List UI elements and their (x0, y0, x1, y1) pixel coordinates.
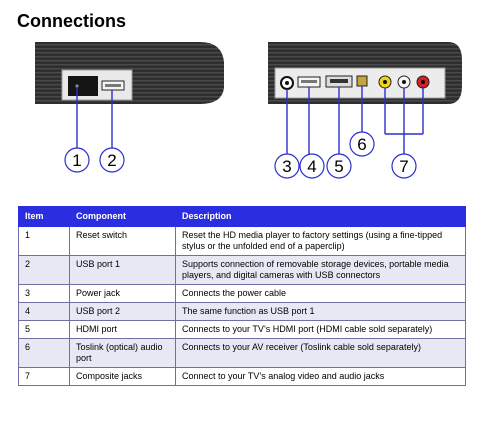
callout-5: 5 (334, 157, 343, 176)
cell-item: 7 (18, 367, 70, 386)
device-back-view (268, 42, 462, 104)
table-row: 4 USB port 2 The same function as USB po… (18, 302, 466, 321)
table-row: 2 USB port 1 Supports connection of remo… (18, 255, 466, 285)
cell-item: 2 (18, 255, 70, 285)
callout-2: 2 (107, 151, 116, 170)
cell-component: HDMI port (69, 320, 176, 339)
cell-description: Reset the HD media player to factory set… (175, 226, 466, 256)
toslink-port (356, 75, 368, 87)
callout-6: 6 (357, 135, 366, 154)
callout-4: 4 (307, 157, 316, 176)
device-side-view (35, 42, 224, 104)
callout-7: 7 (399, 157, 408, 176)
table-row: 5 HDMI port Connects to your TV’s HDMI p… (18, 320, 466, 339)
cell-component: Power jack (69, 284, 176, 303)
cell-item: 5 (18, 320, 70, 339)
callout-lines (76, 86, 424, 154)
table-row: 1 Reset switch Reset the HD media player… (18, 226, 466, 256)
cell-component: Reset switch (69, 226, 176, 256)
cell-component: USB port 1 (69, 255, 176, 285)
reset-switch (68, 76, 98, 96)
callout-3: 3 (282, 157, 291, 176)
cell-description: Connects to your TV’s HDMI port (HDMI ca… (175, 320, 466, 339)
cell-item: 4 (18, 302, 70, 321)
cell-description: Connects to your AV receiver (Toslink ca… (175, 338, 466, 368)
header-item: Item (18, 206, 70, 227)
cell-item: 6 (18, 338, 70, 368)
cell-component: USB port 2 (69, 302, 176, 321)
cell-description: Supports connection of removable storage… (175, 255, 466, 285)
cell-description: The same function as USB port 1 (175, 302, 466, 321)
cell-description: Connect to your TV’s analog video and au… (175, 367, 466, 386)
cell-component: Toslink (optical) audio port (69, 338, 176, 368)
cell-item: 1 (18, 226, 70, 256)
callout-1: 1 (72, 151, 81, 170)
header-component: Component (69, 206, 176, 227)
table-header-row: Item Component Description (18, 206, 466, 227)
table-row: 6 Toslink (optical) audio port Connects … (18, 338, 466, 368)
page-title: Connections (17, 11, 127, 31)
table-row: 3 Power jack Connects the power cable (18, 284, 466, 303)
cell-description: Connects the power cable (175, 284, 466, 303)
cell-item: 3 (18, 284, 70, 303)
cell-component: Composite jacks (69, 367, 176, 386)
table-row: 7 Composite jacks Connect to your TV’s a… (18, 367, 466, 386)
connections-figure: 1 2 3 4 5 6 7 (35, 42, 462, 179)
header-description: Description (175, 206, 466, 227)
connections-table: Item Component Description 1 Reset switc… (18, 206, 466, 386)
